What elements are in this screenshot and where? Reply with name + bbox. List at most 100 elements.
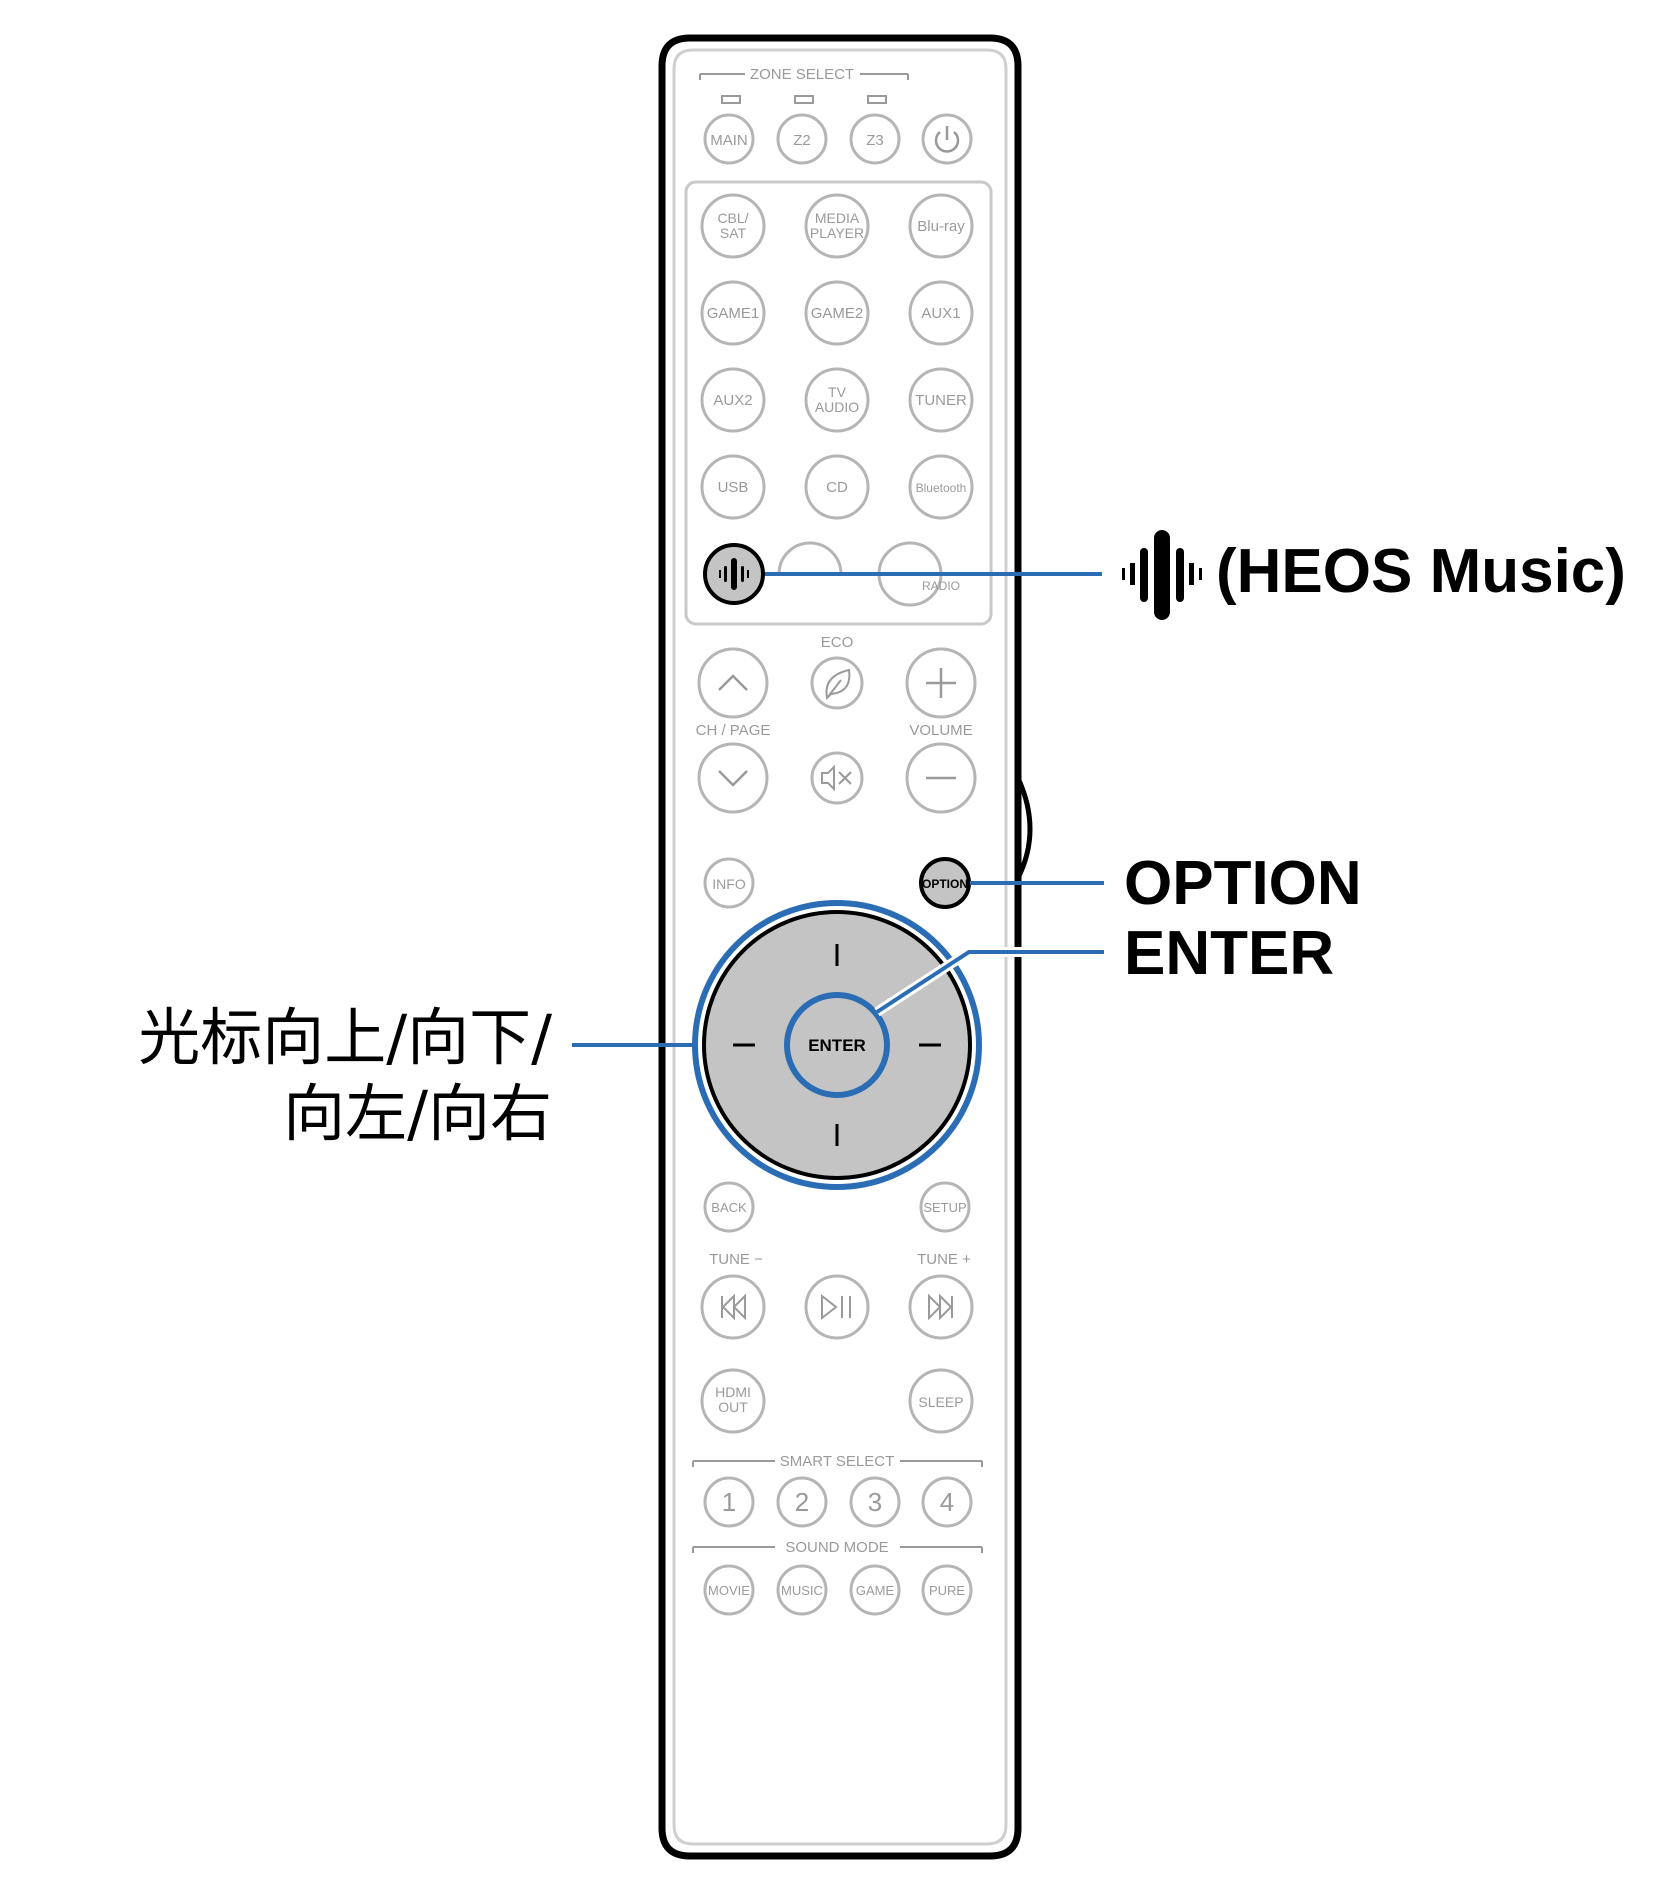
info-button[interactable]: INFO (703, 857, 755, 909)
source-button[interactable]: CD (804, 454, 870, 520)
smart-select-button-3[interactable]: 3 (849, 1476, 901, 1528)
sleep-label: SLEEP (918, 1394, 963, 1410)
sound-mode-label: MUSIC (781, 1583, 823, 1598)
setup-button[interactable]: SETUP (919, 1181, 971, 1233)
internet-radio-button[interactable]: RADIO (877, 541, 960, 607)
source-button-label: USB (718, 479, 749, 496)
plus-icon (926, 668, 956, 698)
source-button[interactable]: AUX2 (700, 367, 766, 433)
heos-music-callout: (HEOS Music) (1216, 537, 1626, 606)
hdmi-out-button[interactable]: HDMI OUT (700, 1368, 766, 1434)
smart-select-button-2[interactable]: 2 (776, 1476, 828, 1528)
zone-select-label: ZONE SELECT (750, 66, 854, 83)
play-pause-icon (821, 1293, 851, 1321)
previous-track-button[interactable] (700, 1274, 766, 1340)
source-button[interactable]: AUX1 (908, 280, 974, 346)
source-panel (684, 180, 993, 626)
sound-mode-button-game[interactable]: GAME (849, 1564, 901, 1616)
source-button[interactable]: GAME1 (700, 280, 766, 346)
source-blank-button[interactable] (777, 541, 843, 575)
zone-2-label: Z2 (793, 132, 811, 149)
source-button[interactable]: Bluetooth (908, 454, 974, 520)
mute-icon (821, 764, 852, 792)
tune-plus-label: TUNE + (917, 1251, 971, 1268)
source-button[interactable]: TUNER (908, 367, 974, 433)
smart-select-button-1[interactable]: 1 (703, 1476, 755, 1528)
sound-mode-label: GAME (856, 1583, 895, 1598)
hdmi-out-label-2: OUT (718, 1399, 748, 1415)
sound-mode-button-movie[interactable]: MOVIE (703, 1564, 755, 1616)
source-button-label: AUDIO (815, 399, 859, 415)
internet-radio-label: RADIO (922, 579, 960, 593)
sleep-button[interactable]: SLEEP (908, 1368, 974, 1434)
cursor-callout-line-2: 向左/向右 (283, 1077, 552, 1150)
source-button[interactable]: CBL/SAT (700, 193, 766, 259)
option-button-label: OPTION (922, 877, 968, 891)
source-button-label: CBL/ (717, 210, 748, 226)
smart-select-number: 3 (868, 1487, 882, 1517)
heos-music-button[interactable] (703, 543, 765, 605)
skip-forward-icon (928, 1293, 953, 1321)
source-button-label: MEDIA (815, 210, 860, 226)
volume-down-button[interactable] (905, 742, 977, 814)
option-callout: OPTION (1124, 849, 1362, 918)
smart-select-number: 2 (795, 1487, 809, 1517)
cursor-callout-line-1: 光标向上/向下/ (138, 1001, 552, 1074)
source-button-label: SAT (720, 225, 747, 241)
enter-button[interactable]: ENTER (784, 992, 890, 1098)
sound-mode-button-music[interactable]: MUSIC (776, 1564, 828, 1616)
info-label: INFO (712, 876, 746, 892)
zone-2-button[interactable]: Z2 (776, 113, 828, 165)
remote-body-inner (672, 48, 1008, 1846)
smart-select-label: SMART SELECT (780, 1453, 894, 1470)
option-button[interactable]: OPTION (919, 857, 971, 909)
source-button-label: GAME1 (707, 305, 760, 322)
back-label: BACK (711, 1200, 747, 1215)
power-button[interactable] (921, 113, 973, 165)
source-button-label: AUX2 (713, 392, 752, 409)
sound-mode-button-pure[interactable]: PURE (921, 1564, 973, 1616)
enter-button-label: ENTER (808, 1036, 866, 1055)
source-button[interactable]: USB (700, 454, 766, 520)
setup-label: SETUP (923, 1200, 966, 1215)
source-button-label: TV (828, 384, 847, 400)
zone-main-button[interactable]: MAIN (703, 113, 755, 165)
play-pause-button[interactable] (804, 1274, 870, 1340)
source-button-label: AUX1 (921, 305, 960, 322)
back-button[interactable]: BACK (703, 1181, 755, 1233)
leaf-icon (825, 668, 851, 701)
ch-page-up-button[interactable] (697, 647, 769, 719)
zone-3-button[interactable]: Z3 (849, 113, 901, 165)
source-button[interactable]: Blu-ray (908, 193, 974, 259)
skip-back-icon (721, 1293, 746, 1321)
heos-icon (719, 558, 749, 590)
tune-minus-label: TUNE − (709, 1251, 763, 1268)
sound-mode-label: PURE (929, 1583, 965, 1598)
next-track-button[interactable] (908, 1274, 974, 1340)
volume-up-button[interactable] (905, 647, 977, 719)
remote-side-bump (1015, 776, 1033, 880)
zone-3-label: Z3 (866, 132, 884, 149)
eco-label: ECO (821, 634, 854, 651)
smart-select-number: 1 (722, 1487, 736, 1517)
ch-page-label: CH / PAGE (696, 722, 771, 739)
volume-label: VOLUME (909, 722, 972, 739)
power-icon (934, 126, 960, 153)
source-button-label: CD (826, 479, 848, 496)
chevron-up-icon (718, 674, 748, 691)
eco-button[interactable] (810, 656, 864, 710)
ch-page-down-button[interactable] (697, 742, 769, 814)
enter-callout: ENTER (1124, 919, 1335, 988)
sound-mode-label: MOVIE (708, 1583, 750, 1598)
source-button[interactable]: GAME2 (804, 280, 870, 346)
enter-leader-line-blue (875, 950, 1104, 1014)
sound-mode-label: SOUND MODE (785, 1539, 888, 1556)
hdmi-out-label-1: HDMI (715, 1384, 751, 1400)
chevron-down-icon (718, 770, 748, 787)
source-button-label: Blu-ray (917, 218, 965, 235)
mute-button[interactable] (810, 751, 864, 805)
smart-select-button-4[interactable]: 4 (921, 1476, 973, 1528)
zone-main-label: MAIN (710, 132, 748, 149)
